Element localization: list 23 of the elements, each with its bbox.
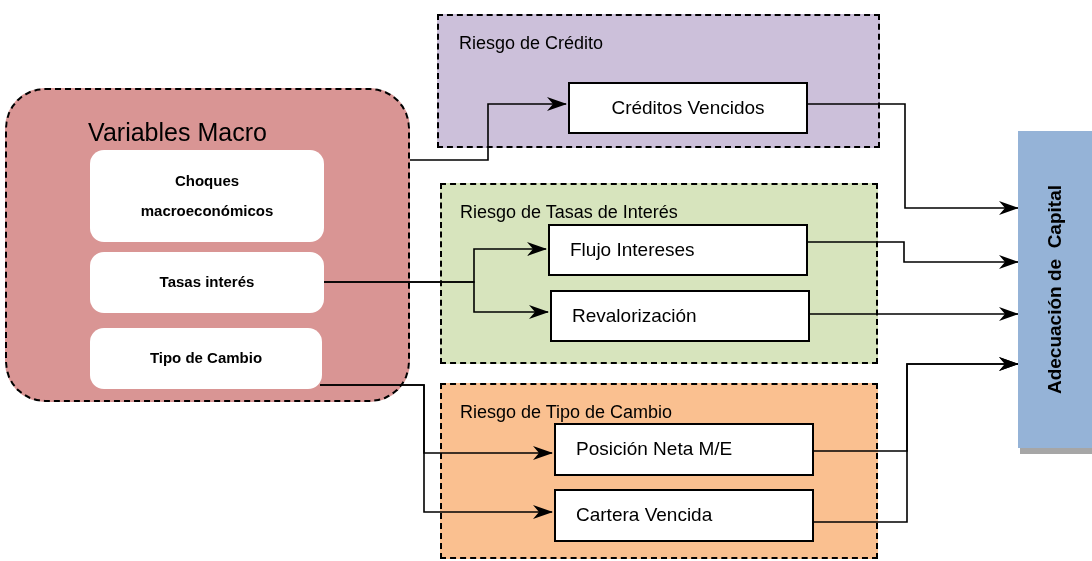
arrow xyxy=(811,357,1019,523)
process-box: Posición Neta M/E xyxy=(554,423,814,476)
panel-title: Riesgo de Crédito xyxy=(459,32,604,55)
arrow xyxy=(319,384,553,519)
arrow xyxy=(321,281,549,319)
arrow xyxy=(409,97,567,161)
process-box: Revalorización xyxy=(550,290,810,342)
process-box: Flujo Intereses xyxy=(548,224,808,276)
risk-panel xyxy=(437,14,880,148)
factor-box: Tasas interés xyxy=(90,252,324,313)
panel-title: Variables Macro xyxy=(87,117,268,148)
risk-panel xyxy=(440,183,878,364)
arrow xyxy=(805,103,1019,215)
arrow xyxy=(805,241,1019,269)
panel-title: Riesgo de Tasas de Interés xyxy=(460,201,678,224)
factor-box: Tipo de Cambio xyxy=(90,328,322,389)
risk-panel xyxy=(440,383,878,559)
group-panel xyxy=(5,88,410,402)
panel-title: Riesgo de Tipo de Cambio xyxy=(460,401,673,424)
process-box: Créditos Vencidos xyxy=(568,82,808,134)
process-box: Cartera Vencida xyxy=(554,489,814,542)
factor-box: Choques macroeconómicos xyxy=(90,150,324,242)
arrow xyxy=(807,307,1019,321)
